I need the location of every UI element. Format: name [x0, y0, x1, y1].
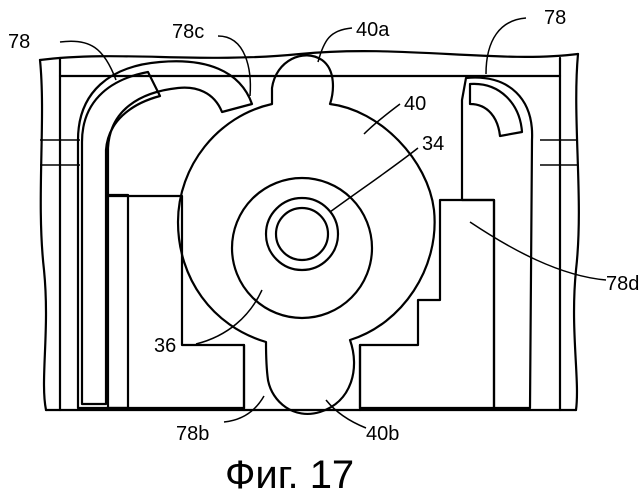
label-78c: 78c [172, 21, 204, 43]
left-arm-liner [82, 72, 160, 404]
tube-bore [276, 208, 328, 260]
figure-caption: Фиг. 17 [225, 453, 354, 497]
label-40a: 40a [356, 19, 390, 41]
grommet-body-40 [178, 55, 435, 414]
label-78b: 78b [176, 423, 209, 445]
label-78-right: 78 [544, 7, 566, 29]
right-post [360, 200, 494, 408]
label-78-left: 78 [8, 31, 30, 53]
label-40: 40 [404, 93, 426, 115]
housing-frame [40, 51, 579, 410]
label-78d: 78d [606, 273, 639, 295]
label-34: 34 [422, 133, 444, 155]
label-40b: 40b [366, 423, 399, 445]
label-36: 36 [154, 335, 176, 357]
